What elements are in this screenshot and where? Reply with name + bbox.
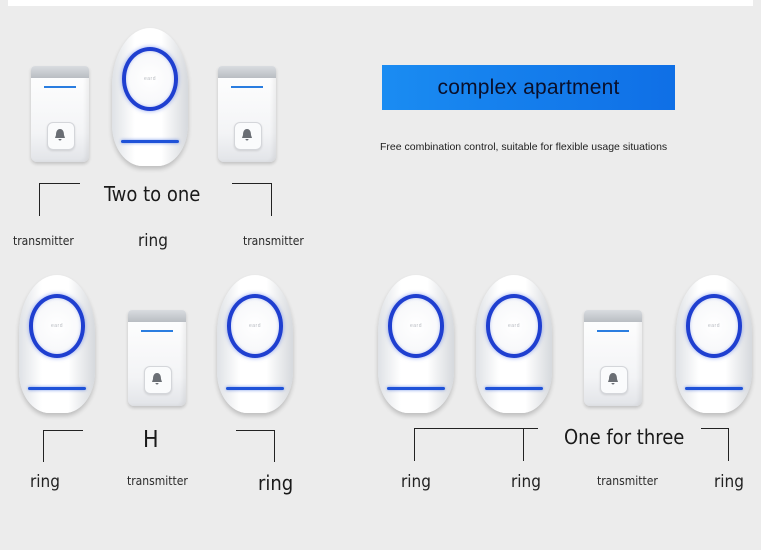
ringer-device: eard [378, 275, 454, 413]
group-heading: Two to one [104, 182, 201, 206]
bell-icon [144, 366, 172, 394]
connector-line [39, 183, 80, 184]
transmitter-device [218, 66, 276, 162]
device-label: transmitter [243, 234, 304, 248]
device-label: ring [511, 472, 541, 492]
top-strip [8, 0, 753, 6]
connector-line [414, 428, 538, 429]
connector-line [232, 183, 272, 184]
transmitter-device [31, 66, 89, 162]
device-label: ring [714, 472, 744, 492]
connector-line [39, 183, 40, 216]
transmitter-device [584, 310, 642, 406]
device-label: ring [30, 472, 60, 492]
device-label: ring [138, 231, 168, 251]
bell-icon [234, 122, 262, 150]
device-label: transmitter [13, 234, 74, 248]
transmitter-device [128, 310, 186, 406]
ringer-device: eard [476, 275, 552, 413]
connector-line [43, 430, 44, 462]
device-label: transmitter [127, 474, 188, 488]
connector-line [43, 430, 83, 431]
title-banner: complex apartment [382, 65, 675, 110]
group-heading: One for three [564, 425, 685, 449]
group-heading: H [143, 427, 159, 453]
ringer-device: eard [676, 275, 752, 413]
ringer-device: eard [112, 28, 188, 166]
device-label: ring [401, 472, 431, 492]
bell-icon [600, 366, 628, 394]
connector-line [271, 183, 272, 216]
banner-subtitle: Free combination control, suitable for f… [380, 141, 668, 153]
banner-title: complex apartment [437, 76, 620, 99]
ringer-device: eard [217, 275, 293, 413]
connector-line [236, 430, 275, 431]
device-label: ring [258, 471, 294, 495]
device-label: transmitter [597, 474, 658, 488]
bell-icon [47, 122, 75, 150]
connector-line [414, 428, 415, 461]
ringer-device: eard [19, 275, 95, 413]
connector-line [701, 428, 729, 429]
connector-line [523, 428, 524, 461]
connector-line [728, 428, 729, 461]
connector-line [274, 430, 275, 462]
